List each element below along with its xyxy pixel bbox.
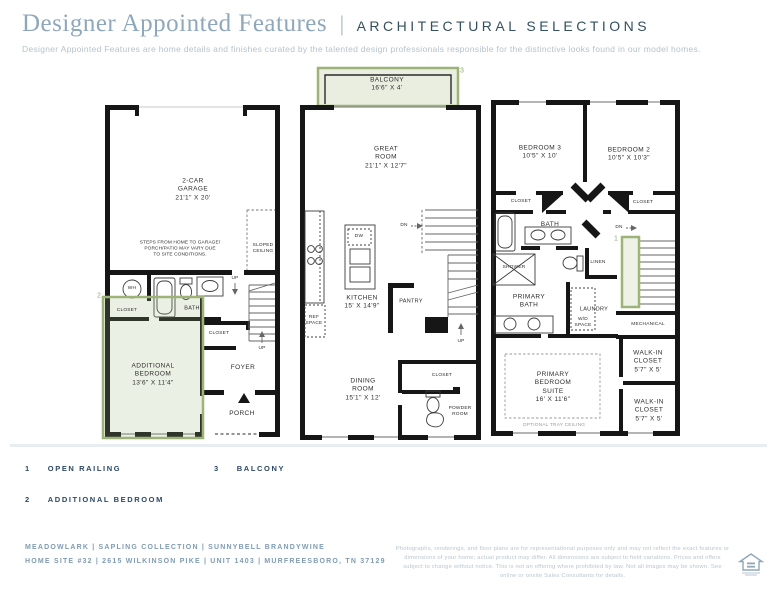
closet-label: CLOSET: [431, 372, 453, 378]
kitchen-label: KITCHEN 15' X 14'9": [344, 294, 380, 310]
up-label: UP: [457, 338, 465, 344]
closet-label: CLOSET: [510, 198, 532, 204]
header: Designer Appointed Features | ARCHITECTU…: [22, 10, 762, 54]
feature-marker-3: 3: [460, 67, 464, 75]
mechanical-label: MECHANICAL: [631, 321, 665, 327]
category-title: ARCHITECTURAL SELECTIONS: [356, 18, 651, 34]
sloped-ceiling-outline: [246, 209, 275, 270]
toilet-icon: [562, 255, 584, 272]
legend-item-balcony: 3 BALCONY: [214, 464, 285, 473]
vanity-sink-icon: [524, 226, 572, 245]
legend-label: OPEN RAILING: [47, 464, 122, 473]
closet-label: CLOSET: [116, 307, 138, 313]
toilet-icon: [179, 277, 193, 300]
porch-label: PORCH: [229, 409, 255, 417]
main-level-drawing: [300, 66, 481, 440]
up-arrow: [232, 283, 238, 295]
kitchen-island: [344, 224, 376, 290]
site-note: STEPS FROM HOME TO GARAGE/ PORCH/PATIO M…: [139, 240, 221, 259]
water-heater-label: WH: [127, 285, 137, 291]
tray-ceiling-label: OPTIONAL TRAY CEILING: [522, 422, 586, 428]
balcony-highlight: [316, 66, 460, 108]
down-label: DN: [615, 224, 623, 230]
footer-property-info: MEADOWLARK | SAPLING COLLECTION | SUNNYB…: [25, 541, 386, 568]
shower-label: SHOWER: [502, 264, 526, 270]
legend-number: 1: [25, 464, 31, 473]
sloped-ceiling-label: SLOPED CEILING: [252, 242, 274, 254]
refrigerator-space-outline: [304, 304, 326, 338]
equal-housing-icon: [738, 553, 764, 576]
walkin-closet-label: WALK-IN CLOSET 5'7" X 5': [634, 398, 664, 423]
section-divider: [10, 444, 767, 447]
feature-marker-1: 1: [614, 235, 618, 243]
bedroom3-label: BEDROOM 3 10'5" X 10': [518, 144, 562, 160]
upper-level-plan: BEDROOM 3 10'5" X 10' BEDROOM 2 10'5" X …: [488, 96, 683, 441]
laundry-label: LAUNDRY: [579, 306, 609, 313]
linen-label: LINEN: [590, 259, 606, 265]
legend-item-open-railing: 1 OPEN RAILING: [25, 464, 121, 473]
page-title: Designer Appointed Features: [22, 10, 328, 37]
community-line: MEADOWLARK | SAPLING COLLECTION | SUNNYB…: [25, 544, 325, 551]
balcony-label: BALCONY 16'6" X 4': [370, 76, 404, 92]
stairs: [411, 209, 479, 335]
legend-label: BALCONY: [236, 464, 286, 473]
bath-label: BATH: [184, 305, 200, 312]
great-room-label: GREAT ROOM 21'1" X 12'7": [365, 145, 407, 170]
toilet-icon: [425, 390, 441, 413]
additional-bedroom-label: ADDITIONAL BEDROOM 13'6" X 11'4": [131, 362, 175, 387]
sink-icon: [426, 412, 444, 428]
garage-level-plan: 2-CAR GARAGE 21'1" X 20' STEPS FROM HOME…: [97, 98, 292, 443]
header-description: Designer Appointed Features are home det…: [22, 44, 701, 54]
additional-bedroom-highlight: [101, 295, 205, 440]
up-label: UP: [231, 275, 239, 281]
legend-label: ADDITIONAL BEDROOM: [47, 495, 164, 504]
legend-number: 2: [25, 495, 31, 504]
feature-marker-2: 2: [97, 292, 101, 300]
powder-room-label: POWDER ROOM: [448, 405, 472, 417]
garage-label: 2-CAR GARAGE 21'1" X 20': [175, 177, 211, 202]
closet-label: CLOSET: [208, 330, 230, 336]
main-level-plan: BALCONY 16'6" X 4' 3 GREAT ROOM 21'1" X …: [298, 63, 483, 440]
legend-item-additional-bedroom: 2 ADDITIONAL BEDROOM: [25, 495, 164, 504]
kitchen-counter: [304, 210, 325, 304]
ref-space-label: REF SPACE: [305, 314, 323, 326]
wd-space-label: W/D SPACE: [574, 316, 592, 328]
primary-suite-label: PRIMARY BEDROOM SUITE 16' X 11'6": [534, 371, 572, 404]
up-label: UP: [258, 345, 266, 351]
walkin-closet-label: WALK-IN CLOSET 5'7" X 5': [633, 349, 663, 374]
stairs-up: [248, 282, 276, 343]
closet-label: CLOSET: [632, 199, 654, 205]
dining-room-label: DINING ROOM 15'1" X 12': [345, 377, 381, 402]
garage-level-drawing: [101, 105, 280, 440]
dishwasher-label: DW: [354, 233, 364, 239]
tray-ceiling-outline: [504, 353, 601, 419]
open-railing-highlight: [620, 235, 641, 309]
legend-number: 3: [214, 464, 220, 473]
foyer-label: FOYER: [230, 363, 256, 371]
bath-label: BATH: [540, 220, 560, 228]
stairs-down: [626, 225, 675, 305]
upper-level-drawing: [491, 100, 680, 436]
footer-disclaimer: Photographs, renderings, and floor plans…: [395, 546, 730, 579]
bathtub-icon: [494, 212, 516, 252]
primary-bath-label: PRIMARY BATH: [512, 293, 546, 309]
sink-icon: [196, 276, 224, 297]
shower-icon: [492, 253, 536, 286]
title-divider: |: [339, 13, 345, 36]
address-line: HOME SITE #32 | 2615 WILKINSON PIKE | UN…: [25, 557, 386, 565]
down-label: DN: [400, 222, 408, 228]
pantry-label: PANTRY: [399, 298, 423, 305]
bedroom2-label: BEDROOM 2 10'5" X 10'3": [607, 146, 651, 162]
primary-vanity-icon: [494, 315, 554, 334]
washer-dryer-space-outline: [570, 287, 596, 331]
